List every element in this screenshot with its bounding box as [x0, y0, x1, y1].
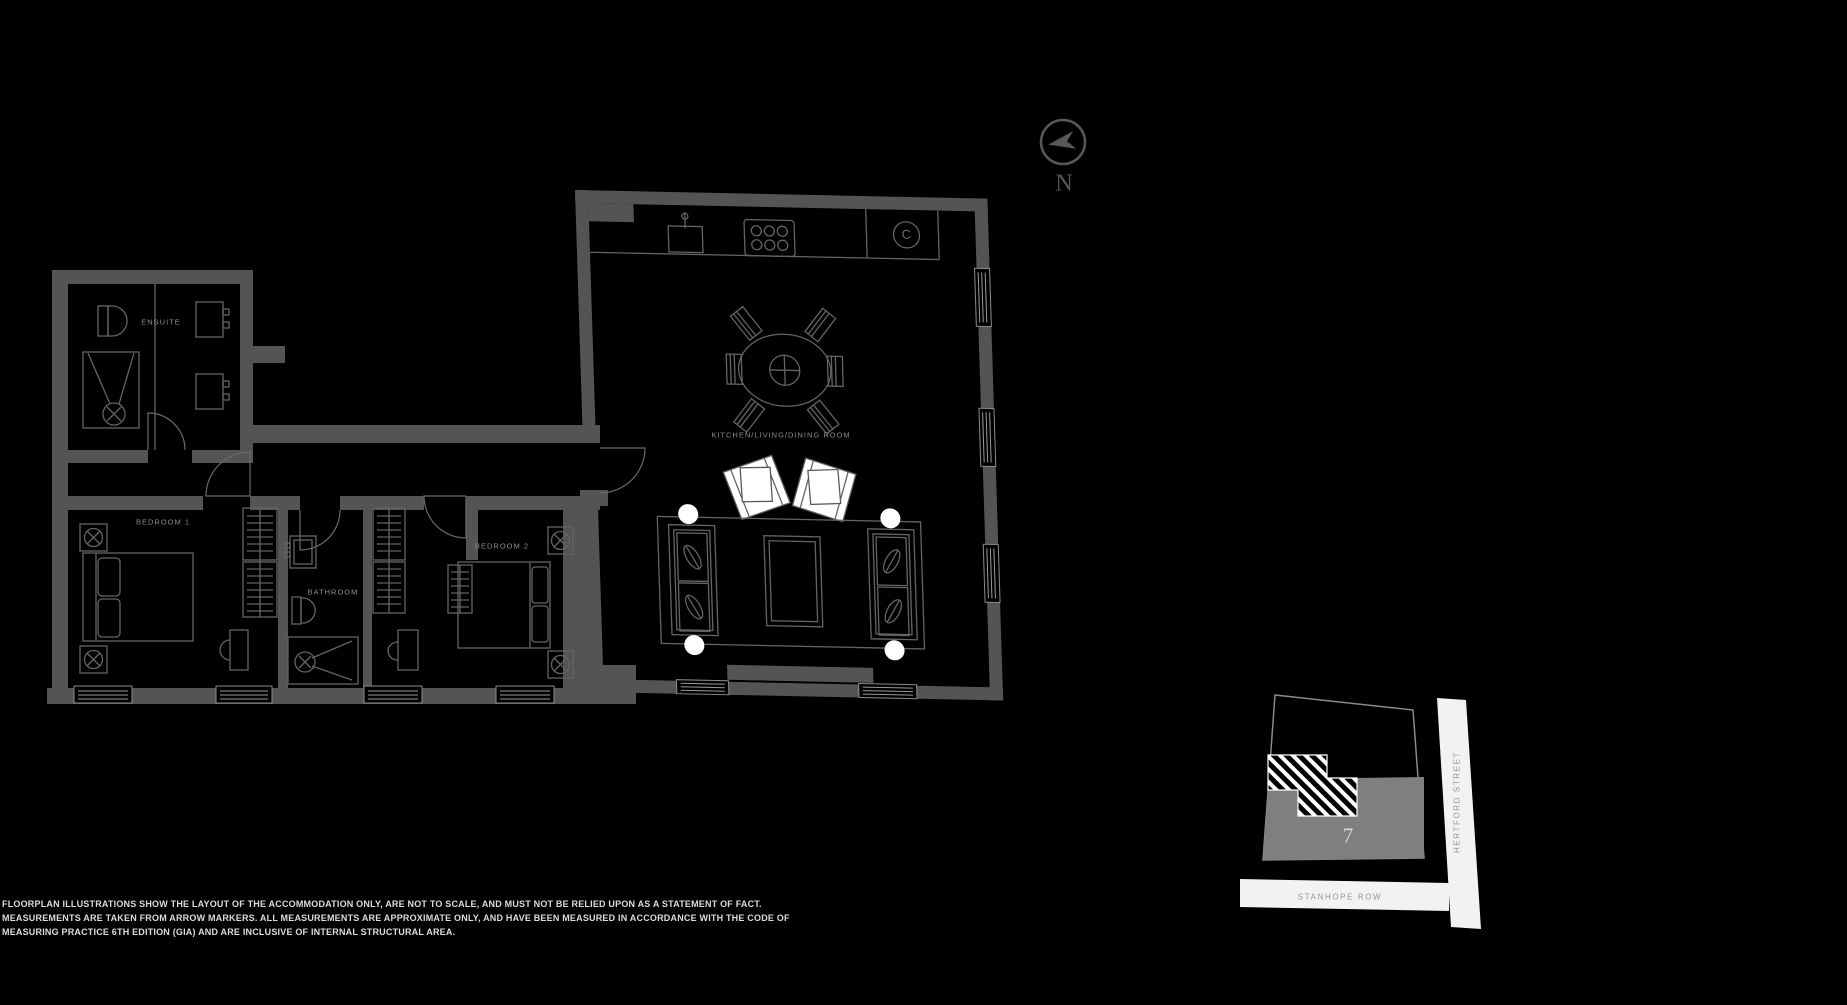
- bed-icon: [82, 552, 194, 642]
- dining-chair-icon: [729, 305, 763, 342]
- compass-arrow-icon: [1048, 131, 1077, 149]
- dining-table-icon: [725, 305, 844, 435]
- windows-east-wall: [974, 267, 1001, 604]
- street-hertford-street: [1437, 698, 1481, 929]
- bathroom-room: [284, 509, 359, 685]
- windows-south-wall: [675, 679, 918, 700]
- lamp-table-icon: [547, 650, 574, 679]
- basin-icon: [195, 301, 230, 338]
- wardrobe-icon: [372, 507, 406, 614]
- hob-icon: [743, 218, 796, 258]
- window-icon: [495, 685, 555, 704]
- compass: [1039, 118, 1087, 166]
- window-icon: [858, 682, 918, 700]
- window-icon: [978, 407, 997, 468]
- windows-south-wall: [73, 685, 555, 704]
- disclaimer-text: FLOORPLAN ILLUSTRATIONS SHOW THE LAYOUT …: [2, 897, 790, 939]
- window-icon: [675, 679, 730, 696]
- dining-chair-icon: [826, 355, 844, 388]
- window-icon: [215, 685, 273, 704]
- shower-icon: [82, 351, 140, 429]
- shower-icon: [287, 636, 359, 685]
- hertford-street-label: HERTFORD STREET: [1452, 750, 1462, 854]
- sofa-icon: [667, 524, 719, 637]
- ensuite-label: ENSUITE: [141, 317, 181, 327]
- bathroom-label: BATHROOM: [307, 587, 359, 597]
- compass-north-label: N: [1055, 170, 1073, 197]
- desk-icon: [387, 629, 419, 671]
- lamp-table-icon: [79, 523, 108, 552]
- kitchen-living-block: C: [575, 190, 1004, 701]
- bedroom1-label: BEDROOM 1: [135, 517, 191, 527]
- disclaimer-line: MEASUREMENTS ARE TAKEN FROM ARROW MARKER…: [2, 913, 790, 923]
- basin-icon: [284, 535, 317, 569]
- dressing-area: [372, 507, 419, 671]
- wardrobe-icon: [242, 507, 278, 618]
- basin-icon: [195, 373, 230, 410]
- dining-chair-icon: [725, 353, 743, 385]
- building-gray-block: [1263, 777, 1424, 860]
- lamp-table-icon: [547, 526, 574, 555]
- disclaimer-line: MEASURING PRACTICE 6TH EDITION (GIA) AND…: [2, 927, 456, 937]
- toilet-icon: [291, 596, 316, 625]
- toilet-icon: [97, 305, 128, 337]
- sofa-icon: [867, 528, 918, 641]
- window-icon: [363, 685, 423, 704]
- street-stanhope-row: [1240, 879, 1449, 911]
- dining-chair-icon: [732, 397, 766, 434]
- kitchen-walls: [575, 190, 1004, 701]
- bed-icon: [457, 561, 551, 649]
- appliance-symbol: C: [902, 227, 912, 242]
- wardrobe-icon: [447, 564, 473, 614]
- appliance-icon: C: [892, 221, 921, 249]
- bedroom1-room: [79, 451, 278, 674]
- armchair-icon: [791, 457, 857, 523]
- site-plan: [1240, 694, 1481, 929]
- door-arc: [599, 447, 646, 494]
- dining-chair-icon: [804, 307, 837, 343]
- dining-chair-icon: [806, 399, 840, 435]
- compass-circle: [1039, 118, 1087, 166]
- kitchen-living-dining-label: KITCHEN/LIVING/DINING ROOM: [711, 430, 851, 440]
- media-unit: [726, 664, 874, 683]
- door-arc: [147, 412, 186, 451]
- rug: [656, 515, 926, 650]
- bedroom2-label: BEDROOM 2: [474, 541, 530, 551]
- lamp-table-icon: [79, 645, 108, 674]
- coffee-table-icon: [763, 534, 824, 628]
- column-markers: [678, 504, 905, 661]
- window-icon: [974, 267, 992, 328]
- bedroom2-room: [423, 495, 574, 679]
- stanhope-row-label: STANHOPE ROW: [1297, 892, 1383, 902]
- ensuite-room: [82, 284, 230, 451]
- building-hatched-block: [1267, 754, 1358, 817]
- door-arc: [205, 451, 251, 497]
- window-icon: [73, 685, 133, 704]
- disclaimer-line: FLOORPLAN ILLUSTRATIONS SHOW THE LAYOUT …: [2, 899, 762, 909]
- kitchen-counter: C: [589, 209, 940, 261]
- door-arc: [299, 509, 341, 551]
- window-icon: [982, 543, 1001, 604]
- desk-icon: [219, 629, 249, 671]
- door-arc: [423, 495, 467, 539]
- sink-icon: [667, 212, 704, 254]
- armchair-icon: [722, 454, 792, 521]
- building-number: 7: [1342, 823, 1354, 848]
